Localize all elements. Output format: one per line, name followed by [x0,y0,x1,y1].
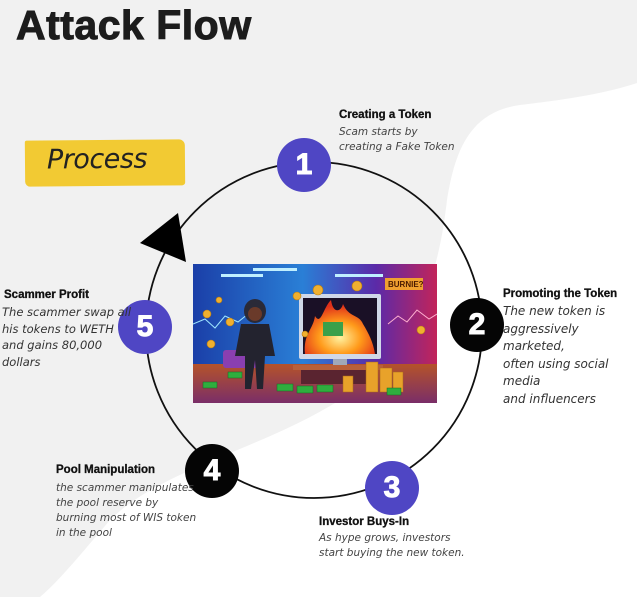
hero-illustration: BURNIE? [193,264,437,403]
step-1-badge: 1 [277,138,331,192]
step-4-number: 4 [203,454,221,488]
step-3-title: Investor Buys-In [319,516,410,528]
step-4-description-line: the scammer manipulates [56,482,194,494]
page-title: Attack Flow [16,2,252,49]
cycle-arrowhead-icon [140,213,186,262]
step-5-description: The scammer swap all his tokens to WETH … [2,304,131,370]
step-1-description: Scam starts by creating a Fake Token [339,125,455,155]
step-5-title: Scammer Profit [4,289,90,301]
step-2-description-line: and influencers [503,391,596,406]
step-3-badge: 3 [365,461,419,515]
step-1-description-line: creating a Fake Token [339,141,455,153]
step-4-description-line: burning most of WIS token [56,512,197,524]
coin-stacks [342,361,404,393]
step-4-title: Pool Manipulation [56,464,156,476]
step-4-description-line: the pool reserve by [56,497,159,509]
step-2-title: Promoting the Token [503,288,618,300]
step-3-number: 3 [383,471,401,505]
burnie-sign: BURNIE? [388,280,424,289]
step-5-badge: 5 [118,300,172,354]
step-4-description: the scammer manipulates the pool reserve… [56,481,196,541]
cash-stacks [202,371,402,396]
step-5-description-line: The scammer swap all [2,305,132,319]
coins [202,280,426,349]
step-1-description-line: Scam starts by [339,126,418,138]
process-label: Process [46,143,148,176]
step-2-number: 2 [468,308,486,342]
step-5-description-line: his tokens to WETH [2,321,114,336]
step-3-description: As hype grows, investors start buying th… [319,531,465,561]
step-2-badge: 2 [450,298,504,352]
scammer-illustration: BURNIE? [193,264,437,403]
step-5-description-line: dollars [2,354,41,369]
step-1-title: Creating a Token [339,109,432,121]
step-2-description: The new token is aggressively marketed, … [503,303,637,408]
step-2-description-line: aggressively marketed, [503,321,579,354]
step-1-number: 1 [295,148,313,182]
process-tag: Process [24,139,186,187]
step-4-badge: 4 [185,444,239,498]
step-5-description-line: and gains 80,000 [2,338,103,352]
step-5-number: 5 [136,310,154,344]
step-2-description-line: The new token is [503,304,606,318]
step-4-description-line: in the pool [56,527,112,539]
step-3-description-line: As hype grows, investors [319,532,451,544]
step-2-description-line: often using social media [503,356,609,389]
step-3-description-line: start buying the new token. [319,547,465,559]
